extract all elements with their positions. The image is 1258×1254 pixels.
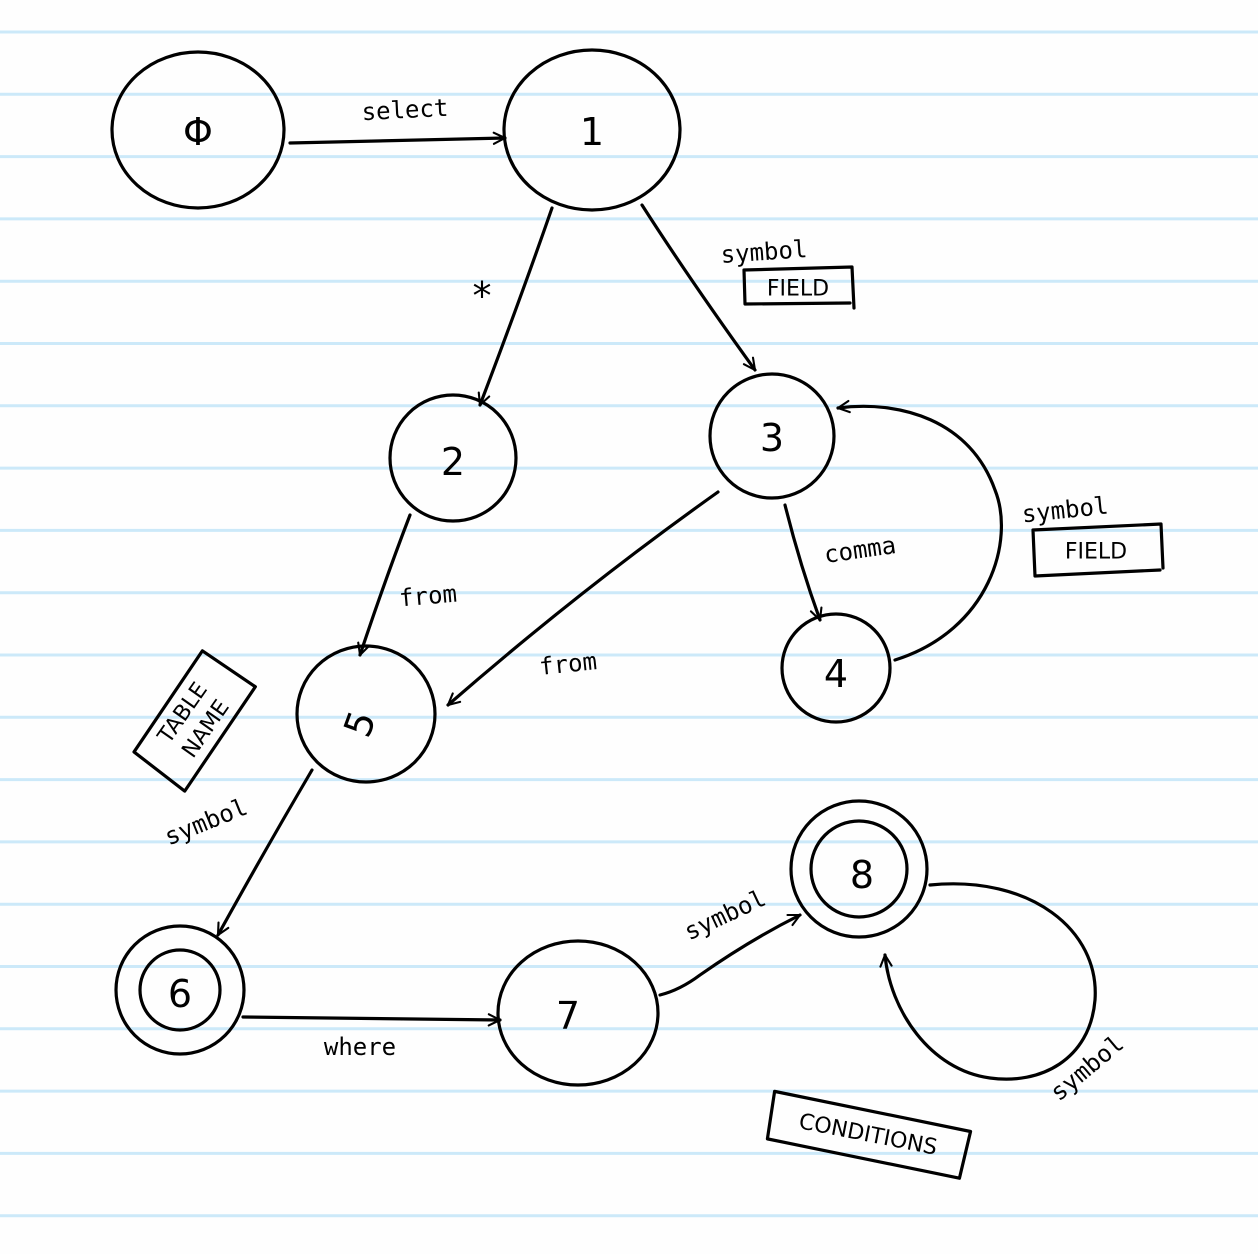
state-1: 1 (502, 48, 682, 212)
state-7-label: 7 (556, 994, 580, 1038)
state-3-label: 3 (760, 416, 784, 460)
state-8: 8 (789, 799, 929, 939)
edge-3-5: from (446, 490, 720, 707)
edge-3-4: comma (783, 503, 898, 622)
edge-label: where (324, 1033, 396, 1061)
edge-label: * (473, 274, 492, 318)
edge-1-3: symbol FIELD (640, 203, 856, 372)
edge-1-2: * (473, 206, 554, 407)
edge-6-7: where (241, 1013, 502, 1061)
state-5-label: 5 (335, 705, 385, 743)
edge-label: symbol (1045, 1029, 1129, 1106)
notebook-rules (0, 30, 1258, 1218)
state-7: 7 (496, 939, 660, 1087)
state-4: 4 (780, 612, 892, 724)
edge-label: from (398, 580, 458, 613)
state-3: 3 (708, 372, 836, 500)
field-box-label: FIELD (1065, 540, 1127, 565)
edge-label: symbol (720, 235, 808, 269)
edge-2-5: from (357, 513, 458, 657)
edge-label: comma (822, 531, 897, 569)
edge-7-8: symbol (658, 884, 802, 997)
state-2: 2 (388, 393, 518, 523)
edge-label: symbol (1020, 492, 1109, 529)
state-4-label: 4 (824, 652, 848, 696)
edge-label: select (361, 94, 449, 126)
state-6: 6 (114, 924, 246, 1056)
edge-0-1: select (288, 94, 507, 145)
state-8-label: 8 (850, 853, 874, 897)
state-0-label: Φ (183, 110, 213, 154)
edge-4-3: symbol FIELD (836, 399, 1165, 662)
state-6-label: 6 (168, 972, 192, 1016)
edge-8-8: symbol CONDITIONS (765, 882, 1129, 1180)
state-0: Φ (110, 50, 286, 210)
edge-label: from (538, 647, 598, 681)
edge-5-6: symbol TABLE NAME (132, 649, 314, 937)
state-2-label: 2 (441, 440, 465, 484)
state-5: 5 (295, 644, 437, 784)
state-1-label: 1 (580, 110, 604, 154)
field-box-label: FIELD (767, 277, 829, 302)
